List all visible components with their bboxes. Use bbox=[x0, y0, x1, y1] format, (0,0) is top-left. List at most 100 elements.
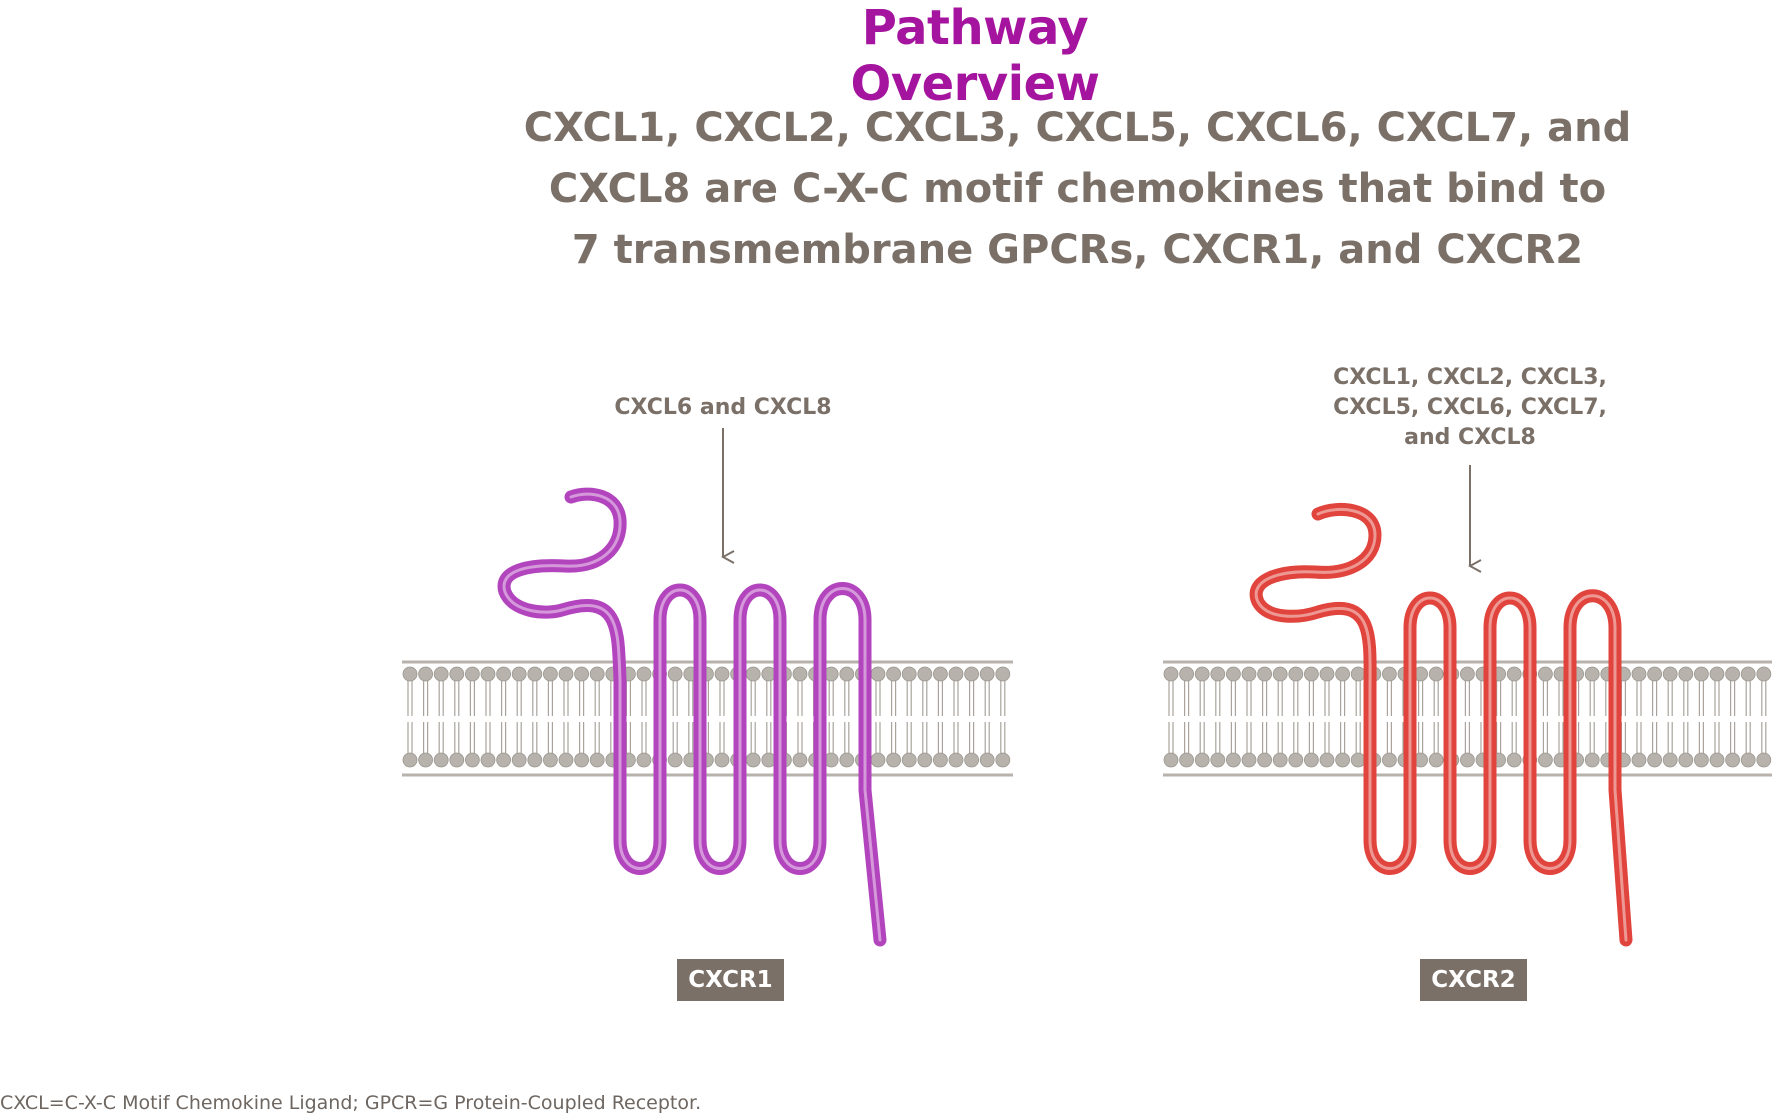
lipid-head bbox=[917, 666, 933, 682]
lipid-head bbox=[449, 752, 465, 768]
lipid-head bbox=[1288, 666, 1304, 682]
lipid-head bbox=[917, 752, 933, 768]
lipid-head bbox=[995, 752, 1011, 768]
lipid-head bbox=[1709, 752, 1725, 768]
page-subtitle: CXCL1, CXCL2, CXCL3, CXCL5, CXCL6, CXCL7… bbox=[500, 98, 1655, 281]
lipid-head bbox=[464, 666, 480, 682]
lipid-head bbox=[745, 666, 761, 682]
lipid-head bbox=[901, 752, 917, 768]
lipid-head bbox=[667, 666, 683, 682]
lipid-head bbox=[1257, 752, 1272, 768]
lipid-head bbox=[964, 666, 979, 682]
cxcr2-label: CXCR2 bbox=[1420, 959, 1527, 1001]
cell-membrane-right bbox=[1163, 660, 1772, 777]
lipid-head bbox=[1304, 752, 1319, 768]
lipid-head bbox=[1538, 666, 1553, 682]
lipid-head bbox=[839, 666, 855, 682]
lipid-head bbox=[714, 666, 730, 682]
lipid-head bbox=[636, 666, 652, 682]
lipid-head bbox=[1584, 666, 1600, 682]
lipid-head bbox=[1319, 666, 1335, 682]
lipid-head bbox=[636, 752, 652, 768]
cxcr2-ligand-label: CXCL1, CXCL2, CXCL3, CXCL5, CXCL6, CXCL7… bbox=[1320, 363, 1620, 453]
cell-membrane-left bbox=[402, 660, 1013, 777]
lipid-head bbox=[1725, 666, 1740, 682]
lipid-head bbox=[1694, 666, 1709, 682]
ligand-line: and CXCL8 bbox=[1404, 425, 1536, 450]
lipid-head bbox=[1272, 752, 1288, 768]
subtitle-line: 7 transmembrane GPCRs, CXCR1, and CXCR2 bbox=[571, 227, 1584, 273]
lipid-head bbox=[1382, 752, 1397, 768]
lipid-head bbox=[1319, 752, 1335, 768]
lipid-head bbox=[1241, 666, 1257, 682]
lipid-head bbox=[1694, 752, 1709, 768]
lipid-head bbox=[1678, 752, 1694, 768]
lipid-head bbox=[433, 752, 449, 768]
lipid-head bbox=[418, 666, 434, 682]
lipid-head bbox=[1382, 666, 1397, 682]
lipid-head bbox=[558, 752, 574, 768]
lipid-head bbox=[1163, 752, 1179, 768]
lipid-head bbox=[589, 752, 605, 768]
lipid-head bbox=[995, 666, 1011, 682]
lipid-head bbox=[1226, 752, 1241, 768]
footnote: CXCL=C-X-C Motif Chemokine Ligand; GPCR=… bbox=[0, 1092, 702, 1114]
lipid-head bbox=[933, 752, 948, 768]
lipid-head bbox=[1647, 666, 1662, 682]
lipid-head bbox=[1350, 666, 1366, 682]
lipid-head bbox=[979, 666, 995, 682]
lipid-head bbox=[792, 752, 808, 768]
lipid-head bbox=[1179, 752, 1194, 768]
cxcr2-receptor-strand bbox=[1249, 502, 1633, 947]
lipid-head bbox=[1678, 666, 1694, 682]
lipid-head bbox=[1756, 752, 1772, 768]
lipid-head bbox=[1428, 666, 1444, 682]
lipid-head bbox=[558, 666, 574, 682]
lipid-head bbox=[1350, 752, 1366, 768]
lipid-head bbox=[402, 666, 418, 682]
lipid-head bbox=[1506, 752, 1522, 768]
lipid-head bbox=[1584, 752, 1600, 768]
cxcr1-label: CXCR1 bbox=[677, 959, 784, 1001]
lipid-head bbox=[1662, 666, 1678, 682]
lipid-head bbox=[1460, 666, 1475, 682]
lipid-head bbox=[964, 752, 979, 768]
lipid-head bbox=[1226, 666, 1241, 682]
lipid-head bbox=[1272, 666, 1288, 682]
lipid-head bbox=[1428, 752, 1444, 768]
lipid-head bbox=[464, 752, 480, 768]
lipid-head bbox=[543, 666, 558, 682]
lipid-head bbox=[979, 752, 995, 768]
lipid-head bbox=[511, 752, 527, 768]
lipid-head bbox=[496, 752, 512, 768]
lipid-head bbox=[1257, 666, 1272, 682]
ligand-line: CXCL6 and CXCL8 bbox=[614, 395, 832, 420]
lipid-head bbox=[1288, 752, 1304, 768]
lipid-head bbox=[1631, 752, 1647, 768]
lipid-head bbox=[1241, 752, 1257, 768]
lipid-head bbox=[1179, 666, 1194, 682]
lipid-head bbox=[1756, 666, 1772, 682]
lipid-head bbox=[480, 752, 496, 768]
lipid-head bbox=[1304, 666, 1319, 682]
ligand-line: CXCL5, CXCL6, CXCL7, bbox=[1333, 395, 1607, 420]
lipid-head bbox=[948, 752, 964, 768]
lipid-head bbox=[1740, 666, 1756, 682]
lipid-head bbox=[870, 752, 886, 768]
lipid-head bbox=[1709, 666, 1725, 682]
page-title: Pathway Overview bbox=[850, 0, 1100, 112]
cxcr1-ligand-label: CXCL6 and CXCL8 bbox=[598, 393, 848, 423]
lipid-head bbox=[1163, 666, 1179, 682]
lipid-head bbox=[433, 666, 449, 682]
lipid-head bbox=[1538, 752, 1553, 768]
lipid-head bbox=[1506, 666, 1522, 682]
lipid-head bbox=[901, 666, 917, 682]
lipid-head bbox=[480, 666, 496, 682]
lipid-head bbox=[1335, 666, 1350, 682]
lipid-head bbox=[745, 752, 761, 768]
lipid-head bbox=[527, 752, 543, 768]
lipid-head bbox=[449, 666, 465, 682]
lipid-head bbox=[527, 666, 543, 682]
lipid-head bbox=[714, 752, 730, 768]
lipid-head bbox=[933, 666, 948, 682]
